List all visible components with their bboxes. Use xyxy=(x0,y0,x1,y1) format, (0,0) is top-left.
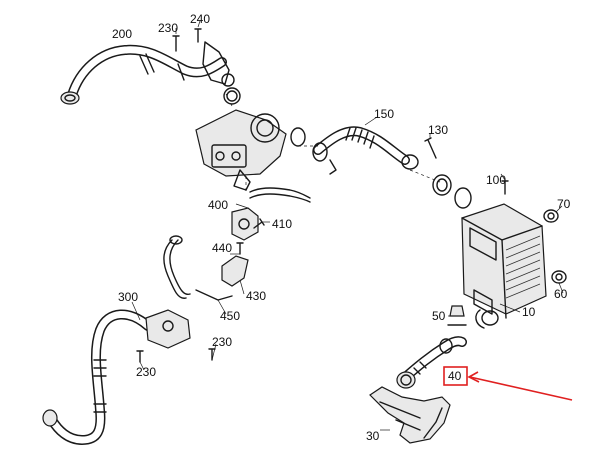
callout-400: 400 xyxy=(208,198,228,212)
callout-40: 40 xyxy=(448,369,462,383)
plug-50 xyxy=(447,305,467,326)
bolt-130 xyxy=(424,137,437,159)
callout-230-top: 230 xyxy=(158,21,178,35)
bracket-430 xyxy=(221,255,249,287)
egr-cooler xyxy=(145,309,191,349)
callout-240: 240 xyxy=(190,12,210,26)
bolt-440 xyxy=(236,242,244,255)
highlight-arrowhead xyxy=(467,371,480,383)
callout-410: 410 xyxy=(272,217,292,231)
callout-230-left: 230 xyxy=(136,365,156,379)
duct-30 xyxy=(369,386,451,444)
pipe-connector xyxy=(432,174,472,209)
hose-200 xyxy=(60,41,241,105)
bolt-240 xyxy=(194,28,202,43)
leader-lines xyxy=(131,20,564,431)
coolant-pipe xyxy=(249,187,311,203)
valve-400 xyxy=(231,207,259,241)
hose-300 xyxy=(42,309,153,445)
callout-labels: 200 230 240 150 130 100 70 400 410 440 4… xyxy=(112,12,571,443)
callout-30: 30 xyxy=(366,429,380,443)
callout-150: 150 xyxy=(374,107,394,121)
intercooler-10 xyxy=(461,203,547,329)
callout-440: 440 xyxy=(212,241,232,255)
hose-150 xyxy=(312,126,419,175)
callout-200: 200 xyxy=(112,27,132,41)
egr-pipe xyxy=(163,235,191,299)
callout-450: 450 xyxy=(220,309,240,323)
callout-10: 10 xyxy=(522,305,536,319)
callout-100: 100 xyxy=(486,173,506,187)
highlight-arrow xyxy=(469,376,573,401)
callout-300: 300 xyxy=(118,290,138,304)
callout-50: 50 xyxy=(432,309,446,323)
callout-70: 70 xyxy=(557,197,571,211)
turbocharger-assembly xyxy=(195,109,306,191)
clip-60 xyxy=(551,270,567,284)
callout-130: 130 xyxy=(428,123,448,137)
bolt-230-right xyxy=(208,348,216,361)
pipe-40 xyxy=(396,336,467,389)
highlight-callout-40 xyxy=(443,366,573,401)
callout-60: 60 xyxy=(554,287,568,301)
highlight-box xyxy=(443,366,468,386)
callout-230-right: 230 xyxy=(212,335,232,349)
bracket-450 xyxy=(195,289,233,301)
bolt-100 xyxy=(501,180,509,195)
bolt-230-top xyxy=(172,35,180,52)
clip-70 xyxy=(543,209,559,223)
bolt-230-left xyxy=(136,350,144,363)
callout-430: 430 xyxy=(246,289,266,303)
